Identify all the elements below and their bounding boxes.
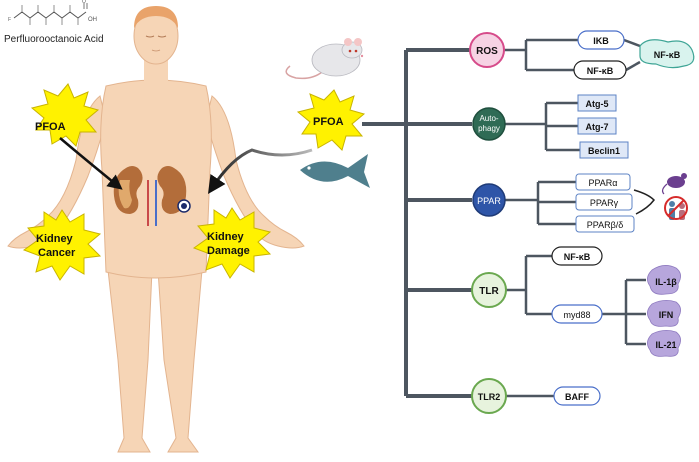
ppar-gamma-label: PPARγ (590, 198, 619, 208)
baff-label: BAFF (565, 392, 589, 402)
autophagy-label-line1: Auto- (479, 114, 498, 123)
center-exposure-arrow (208, 148, 313, 194)
hydroxyl-label: OH (88, 17, 97, 23)
tlr-label: TLR (479, 286, 499, 297)
autophagy-node (472, 107, 506, 141)
ros-label: ROS (476, 46, 498, 57)
pfoa-burst-center (296, 89, 366, 151)
il21-label: IL-21 (655, 340, 676, 350)
ifn-label: IFN (659, 310, 674, 320)
mouse-icon (285, 38, 364, 80)
ifn-cell: IFN (647, 300, 681, 327)
ppar-alpha-target (575, 173, 631, 191)
branch-connectors (502, 38, 646, 398)
fish-icon (300, 154, 370, 188)
ppar-beta-delta-label: PPARβ/δ (587, 220, 624, 230)
ros-nfkb-label: NF-κB (587, 66, 614, 76)
human-silhouette-icon (664, 196, 688, 220)
il1b-cell: IL-1β (647, 265, 681, 295)
human-body (7, 6, 305, 453)
ppar-beta-delta-target (575, 215, 635, 233)
fluorine-atom: F (8, 17, 11, 23)
tlr-nfkb-label: NF-κB (564, 252, 591, 262)
kidney-cancer-burst (22, 209, 102, 281)
atg7-label: Atg-7 (586, 122, 609, 132)
autophagy-label-line2: phagy (478, 124, 500, 133)
species-bracket (633, 189, 655, 215)
il21-cell: IL-21 (647, 330, 681, 357)
myd88-target (551, 304, 603, 324)
tlr-node (471, 272, 507, 308)
kidney-damage-label-line2: Damage (207, 245, 250, 257)
atg5-target (577, 94, 617, 112)
baff-target (553, 386, 601, 406)
connector-tree (362, 48, 472, 398)
pfoa-chemical-structure: F OH O Perfluorooctanoic Acid (4, 0, 104, 45)
pfoa-label-left: PFOA (35, 121, 66, 133)
kidney-cancer-label-line2: Cancer (38, 247, 76, 259)
mouse-silhouette-icon (661, 173, 687, 195)
ikb-label: IKB (593, 36, 609, 46)
beclin1-target (579, 141, 629, 159)
atg5-label: Atg-5 (586, 99, 609, 109)
atg7-target (577, 117, 617, 135)
tlr2-label: TLR2 (478, 392, 501, 402)
ikb-target (577, 30, 625, 50)
nfkb-complex (639, 39, 695, 69)
ppar-node (472, 183, 506, 217)
tlr2-node (471, 378, 507, 414)
ros-nfkb-target (573, 60, 627, 80)
myd88-label: myd88 (563, 310, 590, 320)
pfoa-burst-left (30, 83, 100, 147)
kidney-cancer-label-line1: Kidney (36, 233, 74, 245)
il1b-label: IL-1β (655, 277, 677, 287)
kidney-damage-label-line1: Kidney (207, 231, 245, 243)
kidney-damage-burst (192, 207, 272, 279)
pfoa-label-center: PFOA (313, 116, 344, 128)
ros-node (469, 32, 505, 68)
chemical-name: Perfluorooctanoic Acid (4, 34, 104, 45)
ppar-gamma-target (575, 193, 633, 211)
beclin1-label: Beclin1 (588, 146, 620, 156)
tlr-nfkb-target (551, 246, 603, 266)
left-exposure-arrow (59, 137, 123, 190)
nfkb-complex-label: NF-κB (654, 50, 681, 60)
ppar-alpha-label: PPARα (588, 178, 617, 188)
oxygen-label: O (82, 0, 86, 5)
ppar-label: PPAR (477, 196, 501, 206)
